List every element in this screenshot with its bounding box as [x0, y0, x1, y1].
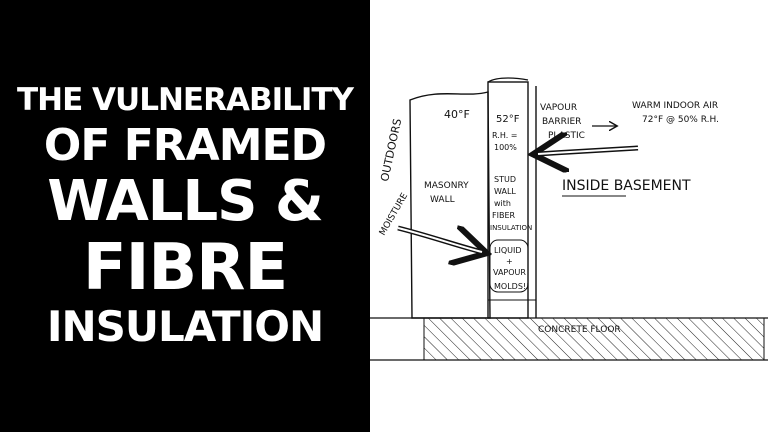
stud-label-4: FIBER: [492, 211, 516, 220]
masonry-label-1: MASONRY: [424, 181, 469, 191]
title-line-2: OF FRAMED: [43, 119, 327, 171]
inside-basement-label: INSIDE BASEMENT: [562, 178, 691, 194]
molds-label: MOLDS!!: [494, 282, 529, 291]
concrete-floor-hatch: [423, 317, 765, 361]
stud-label-2: WALL: [494, 187, 516, 196]
temp-52-label: 52°F: [496, 114, 520, 125]
sketch-panel: OUTDOORS MOISTURE 40°F MASONRY WALL 52°F…: [370, 0, 768, 432]
title-line-5: INSULATION: [46, 301, 324, 351]
vapour-label-2: VAPOUR: [493, 268, 526, 277]
outdoors-label: OUTDOORS: [378, 117, 404, 182]
liquid-vapour-box: [489, 239, 529, 293]
warm-air-arrow-inner: [537, 147, 639, 155]
plus-label: +: [506, 257, 513, 266]
stud-label-5: INSULATION: [490, 224, 532, 232]
liquid-label: LIQUID: [494, 246, 522, 255]
title-line-3: WALLS &: [47, 168, 324, 234]
warm-air-label: WARM INDOOR AIR: [632, 101, 718, 111]
stud-label-1: STUD: [494, 175, 516, 184]
wall-section-sketch: OUTDOORS MOISTURE 40°F MASONRY WALL 52°F…: [370, 77, 768, 361]
temp-40-label: 40°F: [444, 108, 470, 121]
warm-air-conditions-label: 72°F @ 50% R.H.: [642, 115, 719, 125]
title-line-4: FIBRE: [82, 230, 288, 305]
moisture-arrow-inner: [397, 227, 483, 253]
rh-label: R.H. =: [492, 131, 517, 140]
title-line-1: THE VULNERABILITY: [16, 81, 354, 118]
title-panel: THE VULNERABILITY OF FRAMED WALLS & FIBR…: [0, 0, 370, 432]
barrier-label: BARRIER: [542, 117, 581, 127]
masonry-label-2: WALL: [430, 195, 455, 205]
vapour-label: VAPOUR: [540, 103, 577, 113]
stud-wall-top: [487, 77, 529, 83]
concrete-floor-label: CONCRETE FLOOR: [538, 325, 621, 335]
plastic-label: PLASTIC: [548, 131, 585, 141]
stud-label-3: with: [494, 199, 511, 208]
masonry-wall-outline: [409, 91, 491, 319]
rh-value-label: 100%: [494, 143, 517, 152]
